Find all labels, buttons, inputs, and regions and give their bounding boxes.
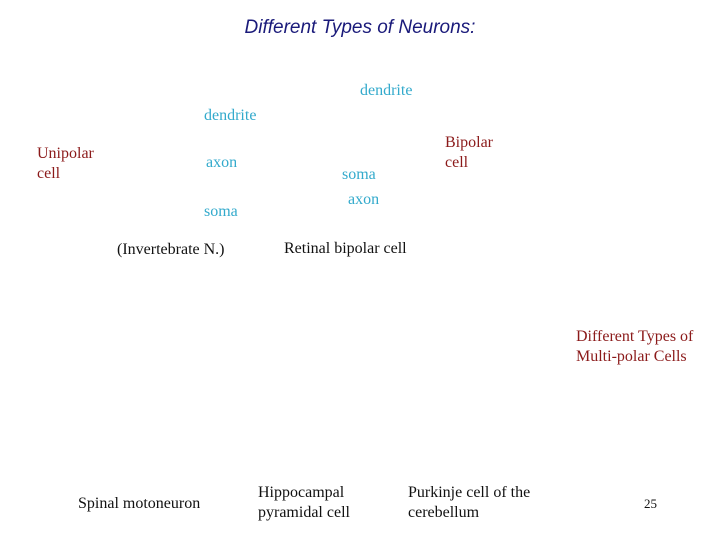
multipolar-heading: Different Types of Multi-polar Cells xyxy=(576,328,694,365)
purkinje-cell-caption: Purkinje cell of the cerebellum xyxy=(408,484,531,521)
page-number: 25 xyxy=(644,496,657,511)
unipolar-caption: (Invertebrate N.) xyxy=(117,241,225,258)
unipolar-dendrite-label: dendrite xyxy=(204,107,257,124)
bipolar-axon-label: axon xyxy=(348,191,380,208)
hippocampal-pyramidal-caption: Hippocampal pyramidal cell xyxy=(258,484,350,521)
slide-title: Different Types of Neurons: xyxy=(244,17,476,38)
spinal-motoneuron-caption: Spinal motoneuron xyxy=(78,495,201,512)
bipolar-cell-label: Bipolar cell xyxy=(445,134,493,171)
bipolar-soma-label: soma xyxy=(342,166,376,183)
unipolar-soma-label: soma xyxy=(204,203,238,220)
unipolar-cell-label: Unipolar cell xyxy=(37,145,94,182)
bipolar-dendrite-label: dendrite xyxy=(360,82,413,99)
unipolar-axon-label: axon xyxy=(206,154,238,171)
bipolar-caption: Retinal bipolar cell xyxy=(284,240,407,257)
